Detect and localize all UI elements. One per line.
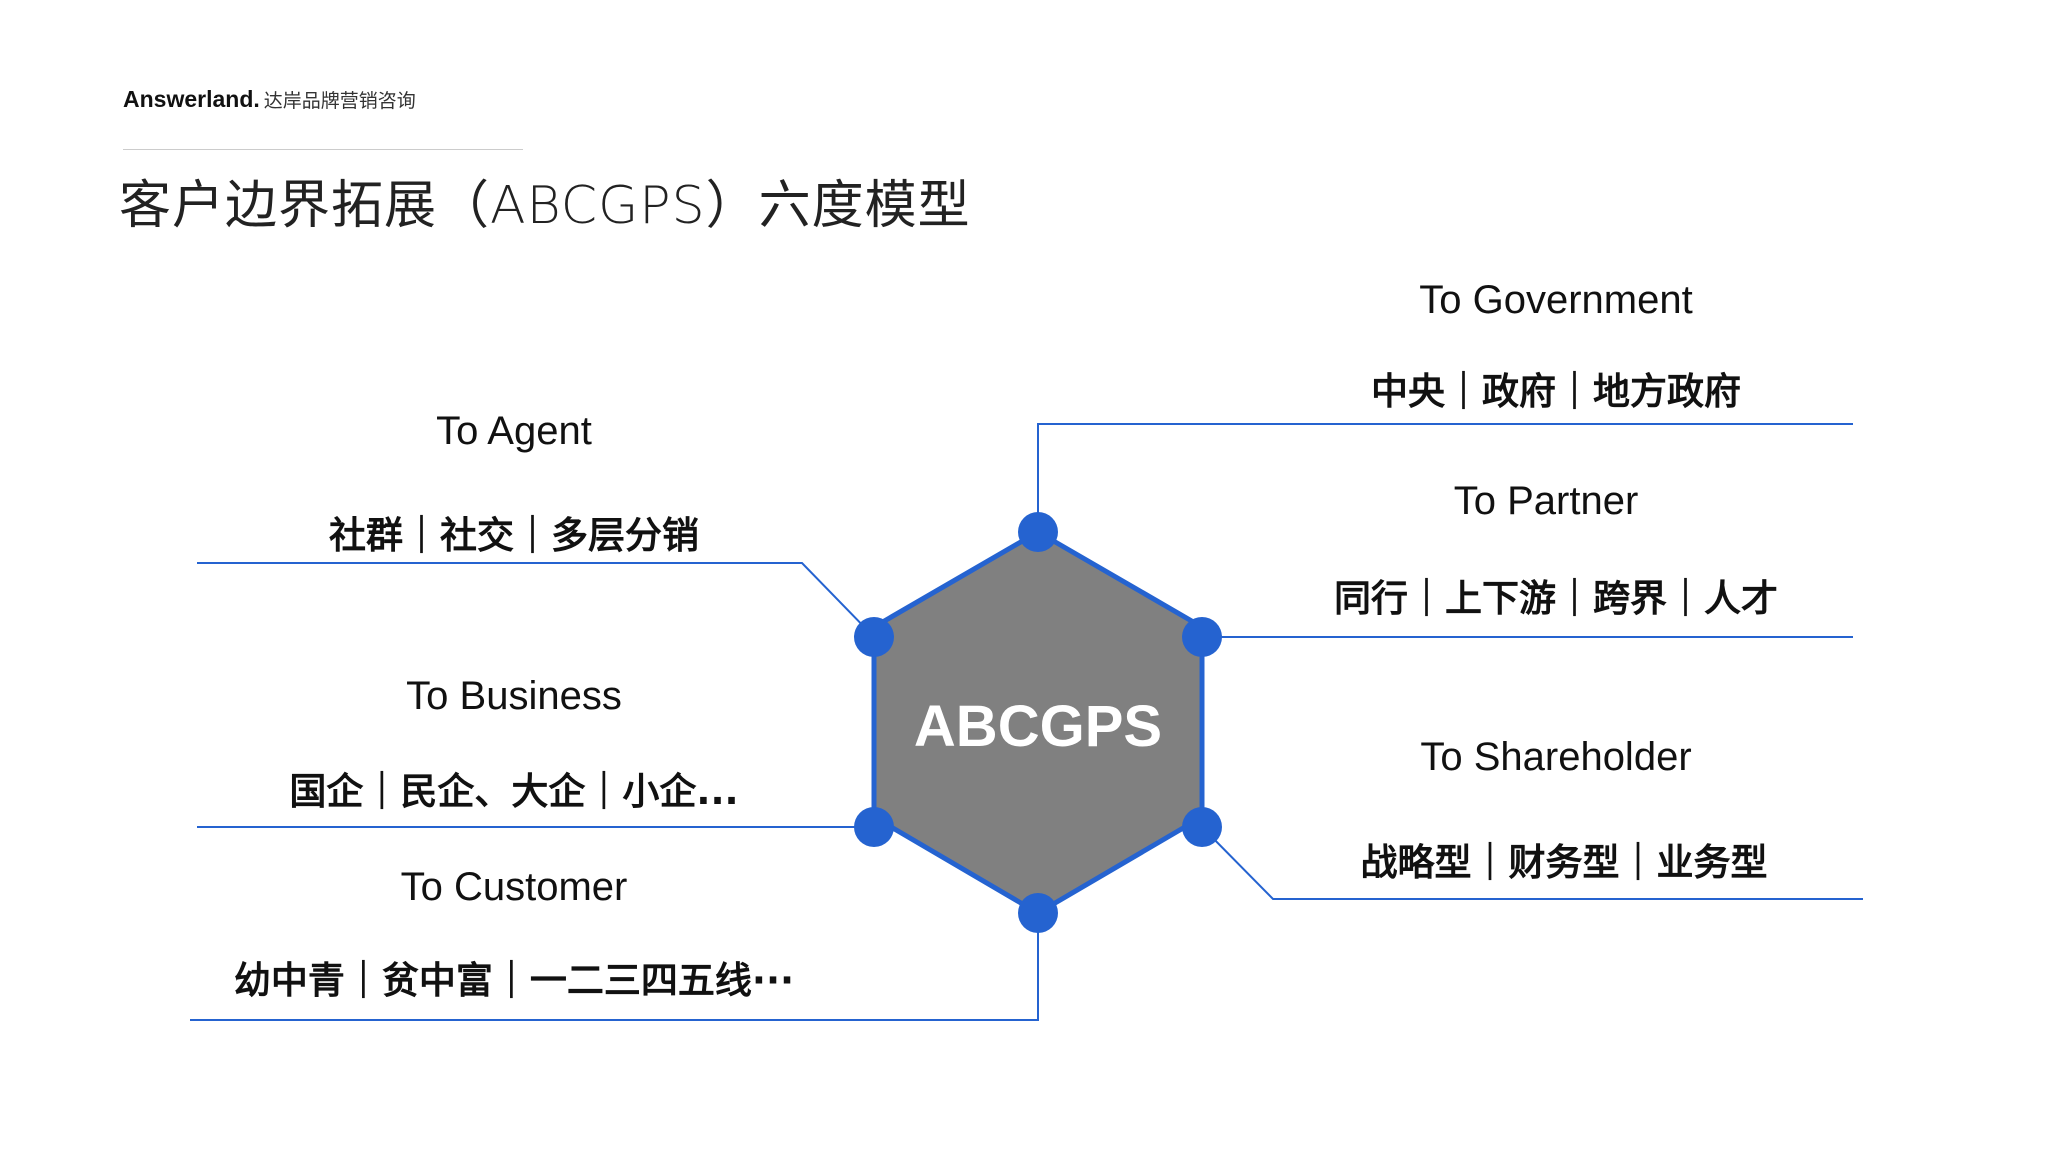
segment-items-customer: 幼中青｜贫中富｜一二三四五线··· bbox=[234, 959, 794, 1002]
brand-subtitle: 达岸品牌营销咨询 bbox=[263, 90, 416, 112]
connector-shareholder bbox=[1201, 826, 1863, 900]
segment-items-shareholder: 战略型｜财务型｜业务型 bbox=[1361, 841, 1768, 884]
node-upper-right bbox=[1182, 617, 1222, 657]
node-bottom bbox=[1018, 893, 1058, 933]
segment-title-partner: To Partner bbox=[1454, 479, 1639, 523]
header-divider bbox=[123, 149, 523, 150]
connector-lines bbox=[190, 423, 1863, 1021]
node-lower-left bbox=[854, 807, 894, 847]
connector-government bbox=[1037, 423, 1853, 532]
center-label: ABCGPS bbox=[914, 694, 1162, 759]
node-lower-right bbox=[1182, 807, 1222, 847]
brand-name: Answerland. bbox=[123, 86, 260, 112]
node-top bbox=[1018, 512, 1058, 552]
segment-title-agent: To Agent bbox=[436, 409, 592, 453]
segment-title-customer: To Customer bbox=[401, 865, 628, 909]
segment-title-shareholder: To Shareholder bbox=[1420, 735, 1691, 779]
connector-agent bbox=[197, 562, 875, 638]
segment-items-business: 国企｜民企、大企｜小企... bbox=[289, 770, 738, 813]
segment-title-business: To Business bbox=[406, 674, 622, 718]
brand: Answerland.达岸品牌营销咨询 bbox=[123, 88, 416, 111]
segment-items-partner: 同行｜上下游｜跨界｜人才 bbox=[1334, 577, 1778, 620]
connector-customer bbox=[190, 913, 1039, 1021]
segment-title-government: To Government bbox=[1419, 278, 1692, 322]
page-title: 客户边界拓展（ABCGPS）六度模型 bbox=[119, 176, 971, 236]
vertex-nodes bbox=[854, 512, 1222, 933]
segment-items-government: 中央｜政府｜地方政府 bbox=[1371, 370, 1741, 413]
node-upper-left bbox=[854, 617, 894, 657]
segment-items-agent: 社群｜社交｜多层分销 bbox=[329, 514, 699, 557]
